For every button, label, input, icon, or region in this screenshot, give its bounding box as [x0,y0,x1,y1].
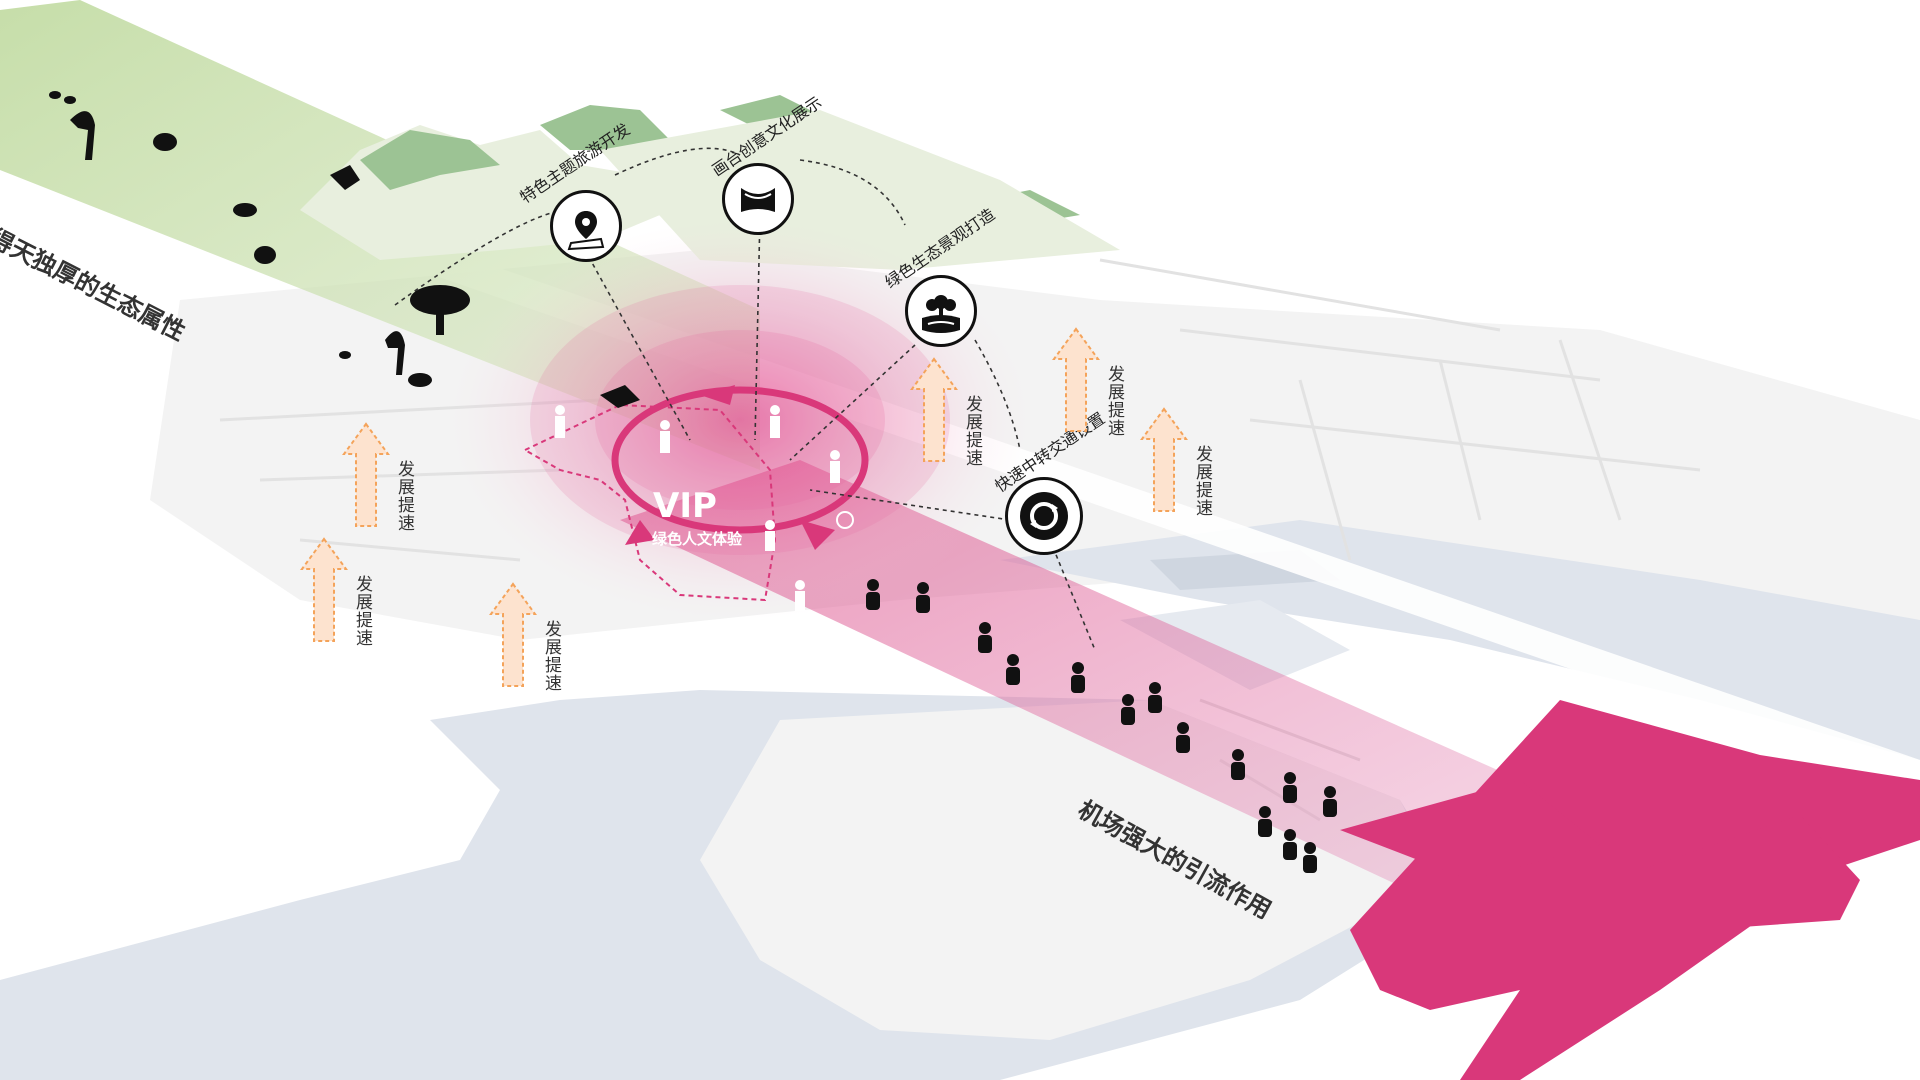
boost-label: 发展提速 [1192,445,1212,517]
node-creative-culture: 画台创意文化展示 [708,93,825,235]
boost-arrow-5: 发展提速 [1050,325,1140,495]
core-glow [450,220,1030,620]
crowd-silhouettes [866,579,1337,873]
vip-core-title: VIP [653,486,717,526]
node-fast-transit: 快速中转交通设置 [991,409,1108,555]
boost-arrow-1: 发展提速 [340,420,430,590]
node-eco-landscape: 绿色生态景观打造 [881,205,998,347]
boost-arrow-6: 发展提速 [1138,405,1228,575]
visitor-silhouettes [555,405,854,611]
map-pin-icon [550,190,622,262]
boost-label: 发展提速 [352,575,372,647]
boost-label: 发展提速 [541,620,561,692]
eco-landscape-icon [905,275,977,347]
boost-label: 发展提速 [394,460,414,532]
up-arrow-icon [342,422,390,527]
gallery-screen-icon [722,163,794,235]
up-arrow-icon [910,357,958,462]
connector-lines [394,147,1096,651]
up-arrow-icon [1052,327,1100,432]
wildlife-silhouettes [49,91,640,408]
airplane-icon [1340,700,1920,1080]
boost-arrow-2: 发展提速 [298,535,388,705]
up-arrow-icon [489,582,537,687]
transit-cycle-icon [1005,477,1083,555]
boost-label: 发展提速 [1104,365,1124,437]
up-arrow-icon [300,537,348,642]
up-arrow-icon [1140,407,1188,512]
boost-label: 发展提速 [962,395,982,467]
node-theme-tourism: 特色主题旅游开发 [516,120,633,262]
boost-arrow-3: 发展提速 [487,580,577,750]
vip-ring [611,386,869,534]
boost-arrow-4: 发展提速 [908,355,998,525]
vip-core-subtitle: 绿色人文体验 [652,530,743,548]
